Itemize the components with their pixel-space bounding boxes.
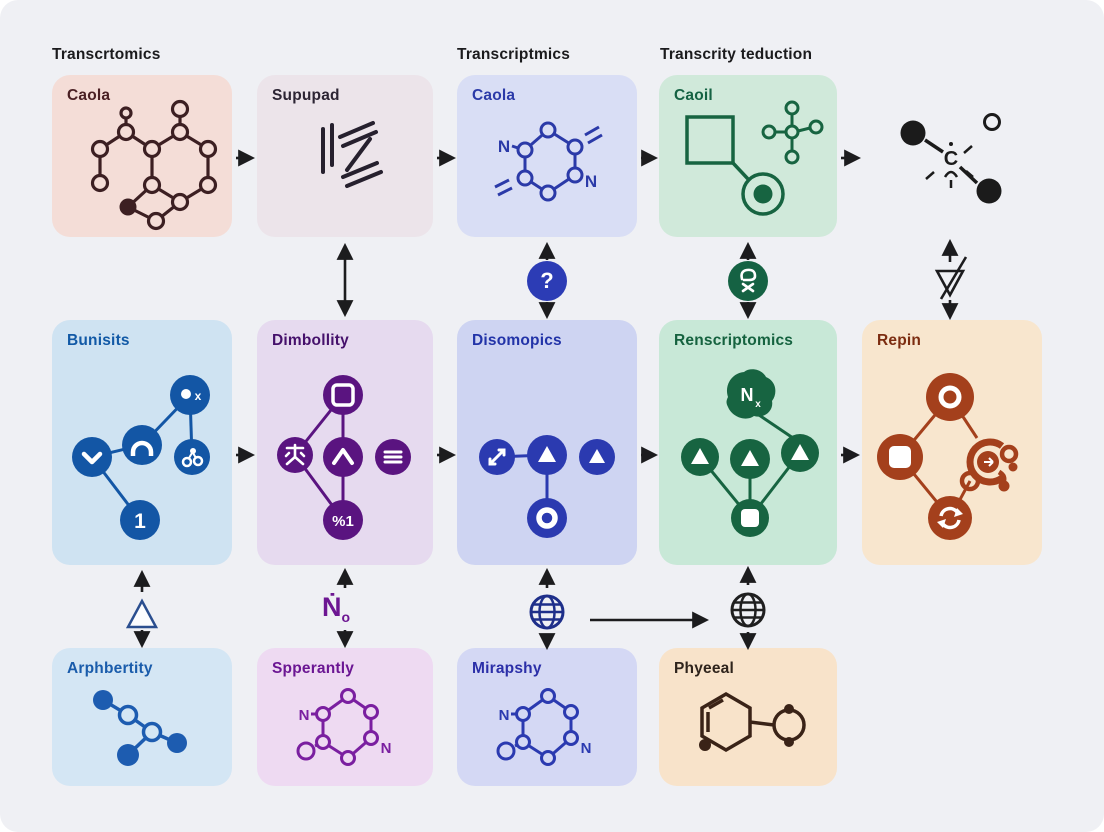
atom-n-right: N [585, 172, 597, 191]
square-glyph [331, 383, 355, 407]
menu-lines-glyph [383, 450, 403, 464]
blob-node: N x [726, 369, 776, 419]
square-glyph [889, 446, 911, 468]
box-title: Renscriptomics [674, 332, 794, 349]
refresh-glyph [937, 506, 963, 530]
square-glyph [741, 509, 759, 527]
box-title: Mirapshy [472, 660, 542, 677]
box-title: Bunisits [67, 332, 130, 349]
x-glyph: x [195, 389, 202, 403]
box-bunisits: x 1 Bunisits [52, 320, 232, 565]
box-title: Disomopics [472, 332, 562, 349]
triangle-glyph [691, 448, 709, 464]
r-glyph-badge [728, 261, 768, 301]
hexagon-molecule-icon: N N [296, 688, 392, 766]
column-label-transcriptmics: Transcriptmics [457, 46, 571, 63]
atom-n-right: N [581, 740, 592, 757]
atom-n-left: N [299, 707, 310, 724]
box-phyeeal: Phyeeal [659, 648, 837, 786]
box-renscriptomics: N x Renscriptomics [659, 320, 837, 565]
box-repin: Repin [862, 320, 1042, 565]
box-title: Caola [472, 87, 516, 104]
caret-glyph [332, 448, 354, 465]
blob-sub-glyph: x [755, 399, 761, 410]
chevron-down-glyph [81, 451, 103, 465]
node-network-icon [479, 435, 615, 538]
ring-glyph [938, 385, 962, 409]
box-disomopics: Disomopics [457, 320, 637, 565]
column-label-transcrity-teduction: Transcrity teduction [660, 46, 813, 63]
node-network-icon [877, 373, 1019, 540]
box-title: Dimbollity [272, 332, 349, 349]
box-title: Phyeeal [674, 660, 734, 677]
box-title: Spperantly [272, 660, 355, 677]
r-glyph-icon [740, 268, 757, 293]
box-arphbertity: Arphbertity [52, 648, 232, 786]
hexagon-molecule-icon: N N [494, 121, 603, 202]
box-supupad: Supupad [257, 75, 433, 237]
question-badge-label: ? [540, 268, 554, 293]
box-title: Caola [67, 87, 111, 104]
blob-n-glyph: N [741, 385, 754, 405]
column-label-transcrtomics: Transcrtomics [52, 46, 161, 63]
box-caola-red: Caola [52, 75, 232, 237]
square-circle-network-icon [685, 100, 824, 216]
box-mirapshy: N N Mirapshy [457, 648, 637, 786]
atom-n-right: N [381, 740, 392, 757]
node-network-icon: x 1 [72, 375, 210, 540]
benzene-ring-icon [699, 691, 806, 753]
n-sub: o [341, 609, 351, 625]
box-title: Arphbertity [67, 660, 153, 677]
play-lines-icon [321, 121, 383, 188]
arch-glyph [130, 440, 154, 456]
atom-n-left: N [498, 137, 510, 156]
dot-glyph [181, 389, 191, 399]
triangle-glyph [538, 446, 556, 462]
ring-glyph [536, 507, 558, 529]
percent-glyph: %1 [332, 513, 354, 530]
diagonal-arrows-glyph [488, 448, 506, 466]
box-dimbollity: %1 Dimbollity [257, 320, 433, 565]
node-network-icon: N x [681, 369, 819, 537]
triangle-glyph [589, 449, 605, 463]
box-spperantly: N N Spperantly [257, 648, 433, 786]
mini-molecule-glyph [181, 448, 204, 468]
box-title: Supupad [272, 87, 340, 104]
hexagon-molecule-icon: N N [496, 688, 592, 766]
chain-molecule-icon [93, 690, 187, 766]
box-caola-blue: N N Caola [457, 75, 637, 237]
box-caoil: Caoil [659, 75, 837, 237]
box-title: Caoil [674, 87, 713, 104]
n-main: Ṅ [322, 592, 342, 622]
node-network-icon: %1 [277, 375, 411, 540]
fused-ring-molecule-icon [90, 99, 218, 231]
question-badge: ? [527, 261, 567, 301]
kanji-glyph [284, 443, 306, 466]
triangle-glyph [791, 444, 809, 460]
box-title: Repin [877, 332, 922, 349]
atom-n-left: N [499, 707, 510, 724]
one-glyph: 1 [134, 510, 146, 533]
swirl-glyph [959, 438, 1019, 492]
triangle-glyph [741, 450, 759, 466]
n-subscript-label: Ṅo [322, 592, 350, 625]
